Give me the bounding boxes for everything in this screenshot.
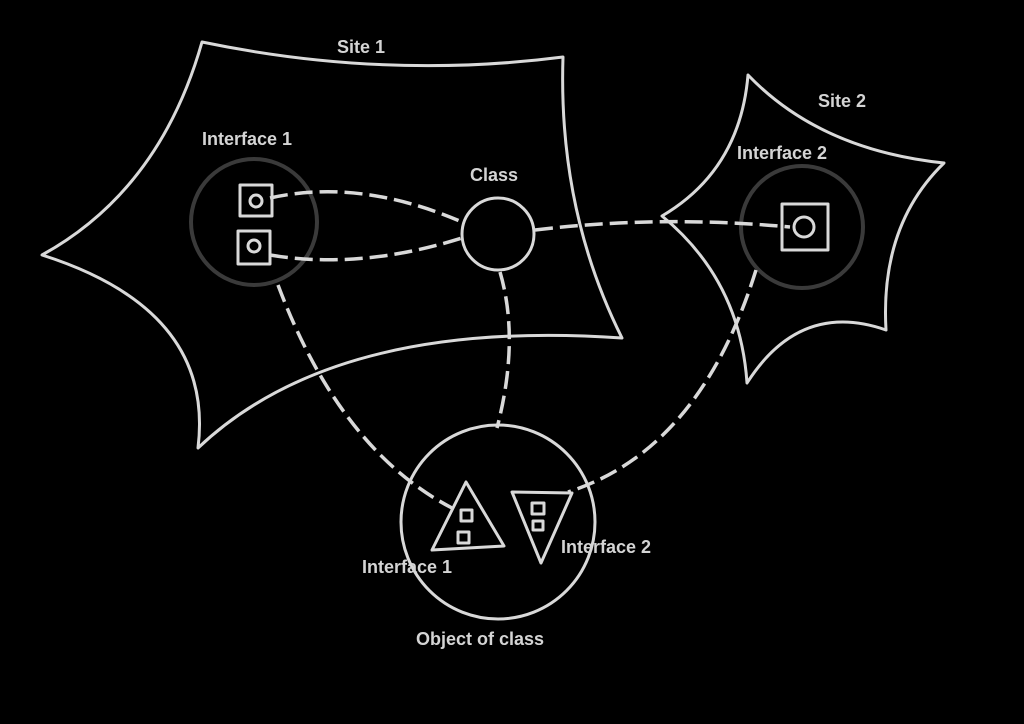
site-2-interface-label: Interface 2 xyxy=(737,143,827,163)
link-class-to-object xyxy=(495,271,512,429)
object-interface-1-square-bottom-icon xyxy=(456,530,471,545)
object-node xyxy=(399,423,597,621)
site-1-port-bottom-dot-icon xyxy=(246,238,262,254)
site-1-port-top-icon xyxy=(238,183,274,218)
object-interface-2-square-top-icon xyxy=(530,501,546,516)
link-site1-interface-to-object-interface1 xyxy=(276,284,453,510)
link-interface1-bottom-to-class xyxy=(269,236,463,262)
site-1-interface-label: Interface 1 xyxy=(202,129,292,149)
site-2-shape xyxy=(660,73,946,385)
site-1-interface-halo xyxy=(189,157,319,287)
link-class-to-site2-interface xyxy=(534,219,791,232)
site-2-label: Site 2 xyxy=(818,91,866,111)
link-site2-interface-to-object-interface2 xyxy=(567,269,758,494)
site-2-port-icon xyxy=(780,202,830,252)
object-label: Object of class xyxy=(416,629,544,649)
site-1-port-bottom-icon xyxy=(236,229,272,266)
object-interface-1-triangle-icon xyxy=(430,480,506,552)
site-2-port-dot-icon xyxy=(792,215,816,239)
object-interface-2-square-bottom-icon xyxy=(531,519,545,532)
object-interface-2-triangle-icon xyxy=(510,490,574,565)
site-1-shape xyxy=(40,40,624,450)
site-1-port-top-dot-icon xyxy=(248,193,264,209)
object-interface-1-square-top-icon xyxy=(459,508,474,523)
class-node xyxy=(460,196,536,272)
link-interface1-top-to-class xyxy=(269,190,463,224)
object-interface-1-label: Interface 1 xyxy=(362,557,452,577)
site-1-label: Site 1 xyxy=(337,37,385,57)
site-2-interface-halo xyxy=(739,164,865,290)
object-interface-2-label: Interface 2 xyxy=(561,537,651,557)
class-label: Class xyxy=(470,165,518,185)
